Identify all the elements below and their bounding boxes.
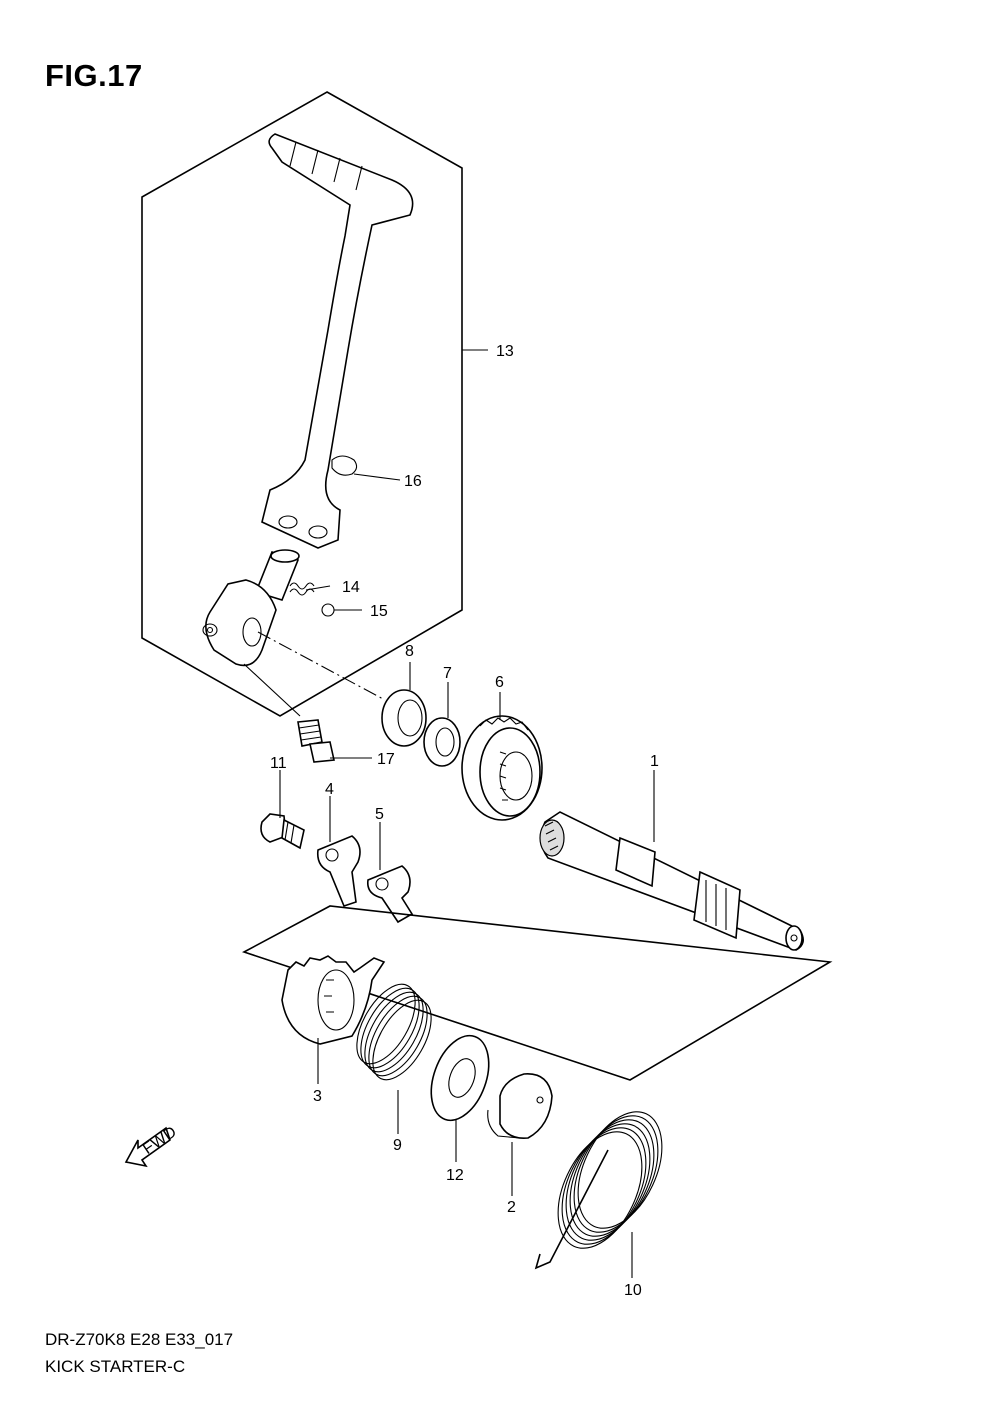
washer-7 xyxy=(423,717,461,767)
callout-14: 14 xyxy=(342,579,360,596)
callout-6: 6 xyxy=(495,674,504,691)
fwd-arrow-icon: FWD xyxy=(124,1124,180,1168)
callout-16: 16 xyxy=(404,473,422,490)
callout-7: 7 xyxy=(443,665,452,682)
guide-plate-5-hole xyxy=(375,877,389,891)
leader-lines xyxy=(279,349,655,1278)
drive-gear-3 xyxy=(281,955,386,1045)
guide-plate-4 xyxy=(316,835,361,907)
oil-seal-8 xyxy=(381,689,427,747)
guide-plate-5 xyxy=(366,865,414,924)
ball-15 xyxy=(321,603,335,617)
callout-3: 3 xyxy=(313,1088,322,1105)
bolt-11 xyxy=(260,813,305,850)
callout-15: 15 xyxy=(370,603,388,620)
callout-10: 10 xyxy=(624,1282,642,1299)
kick-gear-6 xyxy=(461,715,543,821)
spring-guide-2 xyxy=(487,1073,553,1140)
spring-9 xyxy=(356,983,432,1081)
callout-8: 8 xyxy=(405,643,414,660)
fwd-label: FWD xyxy=(140,1124,180,1158)
callout-12: 12 xyxy=(446,1167,464,1184)
callout-4: 4 xyxy=(325,781,334,798)
return-spring-10 xyxy=(534,1111,663,1270)
washer-12 xyxy=(430,1034,490,1122)
axis-guide-1 xyxy=(257,631,386,701)
figure-name: KICK STARTER-C xyxy=(45,1357,186,1376)
figure-code: DR-Z70K8 E28 E33_017 xyxy=(45,1330,234,1349)
callout-1: 1 xyxy=(650,753,659,770)
assembly-outline-upper xyxy=(141,91,463,717)
clip-16 xyxy=(331,455,358,476)
callout-numbers: 1 2 3 4 5 6 7 8 9 10 11 12 13 14 15 16 1… xyxy=(270,343,659,1299)
callout-2: 2 xyxy=(507,1199,516,1216)
bolt-17 xyxy=(297,719,335,763)
figure-title: FIG.17 xyxy=(45,58,143,93)
kick-lever xyxy=(261,133,414,549)
callout-5: 5 xyxy=(375,806,384,823)
kick-lever-boss xyxy=(202,549,300,667)
callout-17: 17 xyxy=(377,751,395,768)
callout-9: 9 xyxy=(393,1137,402,1154)
callout-13: 13 xyxy=(496,343,514,360)
kick-shaft-1 xyxy=(539,811,804,951)
callout-11: 11 xyxy=(270,755,287,772)
guide-plate-4-hole xyxy=(325,848,339,862)
axis-guide-2 xyxy=(243,663,301,717)
